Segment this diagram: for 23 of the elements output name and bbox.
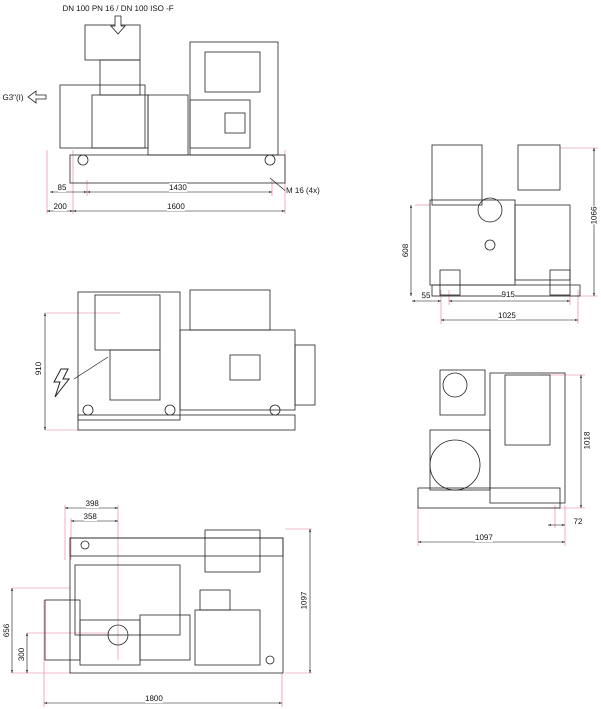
dimension-label: 1097	[299, 591, 308, 609]
dimension-label: 915	[502, 290, 515, 298]
dimension-label: 85	[58, 182, 66, 192]
dimension-label: 398	[86, 498, 99, 508]
dimension-label: 1800	[145, 694, 163, 702]
leader-line	[270, 178, 286, 191]
dimension-label: 72	[574, 516, 582, 526]
dimension-label: 1018	[582, 431, 592, 449]
dimension-label: 1097	[475, 532, 493, 542]
dimension-label: 358	[84, 512, 97, 520]
dimension-label: 910	[34, 361, 43, 375]
dimension-label: 200	[54, 202, 67, 210]
dimension-label: 55	[422, 290, 430, 300]
dimension-label: 1066	[589, 206, 598, 224]
port-label: G3"(I)	[2, 92, 24, 102]
callout-label: M 16 (4x)	[286, 186, 320, 195]
lightning-icon	[52, 368, 72, 398]
dimension-label: 1600	[167, 202, 185, 210]
dimension-label: 656	[2, 623, 11, 637]
dimension-label: 1025	[498, 310, 516, 320]
port-label: DN 100 PN 16 / DN 100 ISO -F	[62, 4, 174, 12]
dimension-label: 608	[400, 243, 410, 257]
dimension-label: 300	[16, 647, 26, 661]
